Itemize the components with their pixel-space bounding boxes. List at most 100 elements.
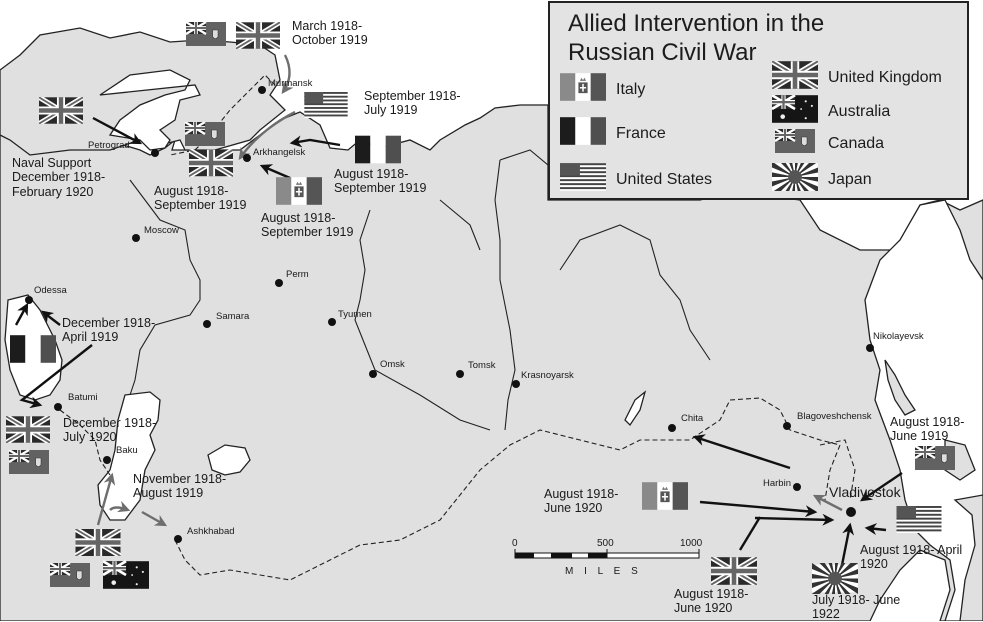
arrow-chita: [692, 434, 791, 470]
canada-flag-icon: [184, 22, 228, 46]
legend-item-italy: Italy: [560, 72, 645, 107]
label-vlad-uk: August 1918-June 1920: [674, 587, 749, 616]
arrow-vlad-jp: [840, 522, 855, 566]
legend-label: Japan: [828, 170, 872, 188]
arrow-vlad-uk: [738, 516, 762, 551]
legend-label: Italy: [616, 80, 646, 98]
land-mass: [0, 104, 983, 621]
uk-flag-icon: [39, 97, 83, 124]
city-label-chita: Chita: [681, 413, 704, 424]
city-marker-blagoveshchensk: [783, 422, 791, 430]
legend-item-france: France: [560, 116, 666, 151]
label-vlad-it: August 1918-June 1920: [544, 487, 619, 516]
sea-of-okhotsk: [864, 199, 983, 621]
us-flag-icon: [560, 163, 606, 196]
city-label-tomsk: Tomsk: [468, 360, 496, 371]
arrow-vlad-it-1: [699, 500, 818, 518]
label-murmansk: March 1918-October 1919: [292, 19, 368, 48]
canada-flag-icon: [912, 446, 958, 470]
city-label-krasnoyarsk: Krasnoyarsk: [521, 370, 574, 381]
city-label-petrograd: Petrograd: [88, 140, 130, 151]
city-marker-petrograd: [151, 149, 159, 157]
legend-item-canada: Canada: [772, 127, 885, 158]
legend-label: Australia: [828, 102, 891, 120]
arrow-batumi: [19, 344, 93, 409]
canada-flag-icon: [47, 563, 93, 587]
city-marker-krasnoyarsk: [512, 380, 520, 388]
city-marker-batumi: [54, 403, 62, 411]
label-arkhangelsk-uk: August 1918-September 1919: [154, 184, 247, 213]
canada-flag-icon: [183, 122, 227, 146]
label-batumi: December 1918-July 1920: [63, 416, 157, 445]
city-label-vladivostok: Vladivostok: [829, 484, 901, 500]
city-marker-harbin: [793, 483, 801, 491]
arrow-vlad-ca: [860, 472, 903, 502]
japan-flag-icon: [756, 138, 834, 216]
city-label-moscow: Moscow: [144, 225, 179, 236]
city-label-samara: Samara: [216, 311, 250, 322]
uk-flag-icon: [189, 149, 233, 177]
city-marker-chita: [668, 424, 676, 432]
arrow-murmansk: [281, 54, 294, 94]
italy-flag-icon: [560, 72, 606, 107]
arrow-vlad-us: [864, 523, 887, 535]
city-marker-samara: [203, 320, 211, 328]
legend-item-australia: Australia: [771, 94, 891, 128]
city-label-baku: Baku: [116, 445, 138, 456]
label-arkhangelsk-it: August 1918-September 1919: [261, 211, 354, 240]
scale-bar-graphic: [514, 549, 700, 559]
city-marker-tyumen: [328, 318, 336, 326]
us-flag-icon: [304, 92, 348, 118]
us-flag-icon: [896, 506, 942, 533]
aral-sea: [207, 444, 251, 476]
city-marker-omsk: [369, 370, 377, 378]
arrow-odessa-2: [41, 310, 61, 326]
rivers: [129, 149, 711, 431]
legend-item-united-states: United States: [560, 163, 712, 196]
caspian-sea: [97, 391, 161, 521]
scale-tick-0: 0: [512, 538, 518, 549]
arrow-arkhangelsk-fr: [289, 135, 341, 148]
canada-flag-icon: [772, 127, 818, 158]
japan-flag-icon: [812, 563, 858, 594]
legend-label: Canada: [828, 134, 885, 152]
uk-flag-icon: [711, 557, 757, 585]
city-marker-perm: [275, 279, 283, 287]
lake-baikal: [624, 390, 647, 427]
arrow-ashkhabad: [141, 510, 168, 527]
city-marker-odessa: [25, 296, 33, 304]
label-odessa: December 1918-April 1919: [62, 316, 156, 345]
city-label-blagoveshchensk: Blagoveshchensk: [797, 411, 872, 422]
intervention-arrows: [14, 54, 903, 566]
australia-flag-icon: [771, 94, 818, 128]
label-arkhangelsk-fr: August 1918-September 1919: [334, 167, 427, 196]
label-vlad-ca: August 1918-June 1919: [890, 415, 965, 444]
japan-islands: [953, 494, 983, 621]
city-label-ashkhabad: Ashkhabad: [187, 526, 235, 537]
uk-flag-icon: [6, 416, 50, 443]
scale-unit-label: M I L E S: [565, 566, 642, 577]
label-arkhangelsk-us: September 1918-July 1919: [364, 89, 461, 118]
legend-label: France: [616, 124, 666, 142]
city-marker-tomsk: [456, 370, 464, 378]
italy-flag-icon: [642, 481, 688, 511]
france-flag-icon: [355, 135, 401, 164]
italy-flag-icon: [276, 176, 322, 206]
label-baku: November 1918-August 1919: [133, 472, 227, 501]
uk-flag-icon: [236, 22, 280, 49]
france-flag-icon: [10, 334, 56, 364]
city-label-tyumen: Tyumen: [338, 309, 372, 320]
australia-flag-icon: [103, 560, 149, 590]
legend-item-united-kingdom: United Kingdom: [770, 58, 942, 94]
arrow-vlad-it-2: [754, 513, 835, 526]
city-marker-moscow: [132, 234, 140, 242]
arrow-baku-2: [109, 500, 131, 513]
legend-item-japan: Japan: [756, 138, 872, 216]
arrow-vlad-harbin: [812, 494, 843, 512]
uk-flag-icon: [770, 58, 820, 94]
city-label-batumi: Batumi: [68, 392, 98, 403]
arrow-odessa-1: [14, 302, 29, 326]
city-marker-baku: [103, 456, 111, 464]
